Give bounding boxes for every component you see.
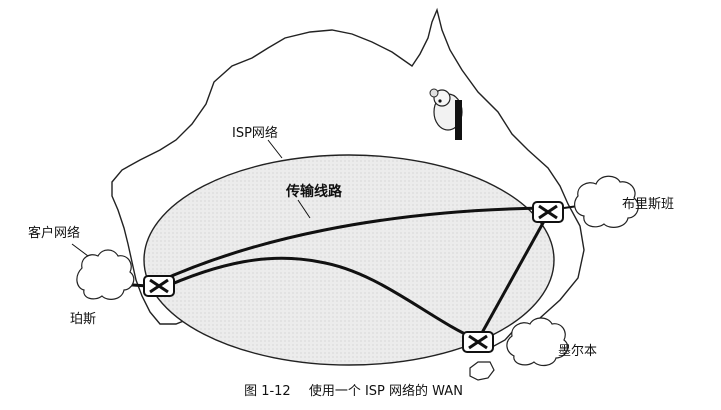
brisbane-label: 布里斯班 (622, 197, 675, 212)
router-brisbane (532, 201, 564, 223)
brisbane-cloud (574, 175, 639, 228)
customer-network-label: 客户网络 (28, 226, 81, 241)
perth-label: 珀斯 (70, 312, 97, 327)
figure-caption: 图 1-12 使用一个 ISP 网络的 WAN (0, 380, 721, 399)
router-perth (143, 275, 175, 297)
figure-title: 使用一个 ISP 网络的 WAN (308, 384, 463, 399)
tasmania-outline (469, 361, 495, 381)
link-perth-brisbane (157, 206, 549, 284)
transmission-line-label: 传输线路 (286, 184, 342, 200)
isp-network-label: ISP网络 (232, 126, 278, 141)
koala-icon (429, 88, 463, 140)
isp-network-area (143, 154, 555, 366)
melbourne-label: 墨尔本 (558, 344, 598, 359)
customer-network-cloud (76, 249, 135, 300)
figure-number: 图 1-12 (244, 384, 291, 399)
melbourne-cloud (506, 317, 569, 367)
router-melbourne (462, 331, 494, 353)
link-brisbane-melbourne (476, 213, 550, 341)
link-perth-melbourne (157, 256, 479, 342)
